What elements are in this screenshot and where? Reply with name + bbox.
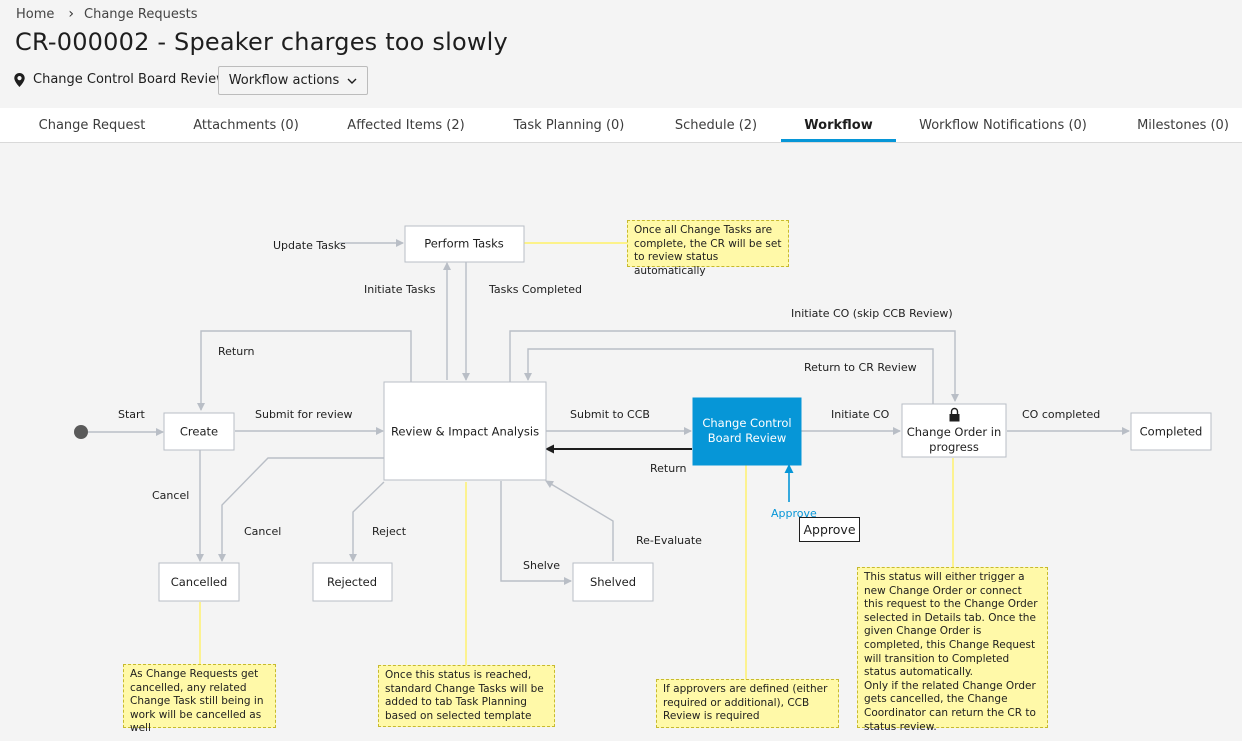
state-ccb-label-1: Change Control [702, 416, 791, 430]
tab-change-request[interactable]: Change Request [38, 118, 146, 133]
breadcrumb-change-requests[interactable]: Change Requests [84, 6, 198, 22]
connector-return-cr-review [524, 348, 934, 404]
connector-skip-ccb [509, 330, 959, 402]
status-label: Change Control Board Review [33, 72, 227, 87]
state-shelved[interactable]: Shelved [572, 562, 654, 602]
page-title: CR-000002 - Speaker charges too slowly [15, 28, 508, 56]
state-completed[interactable]: Completed [1130, 412, 1212, 451]
transition-initiate-co-skip[interactable]: Initiate CO (skip CCB Review) [791, 307, 953, 320]
start-node [74, 425, 88, 439]
transition-update-tasks[interactable]: Update Tasks [273, 239, 346, 252]
breadcrumb-home[interactable]: Home [16, 6, 55, 22]
state-perform-label: Perform Tasks [424, 237, 504, 251]
approve-tooltip: Approve [799, 517, 860, 542]
connector-return-create [197, 330, 412, 411]
state-rejected[interactable]: Rejected [312, 562, 393, 602]
breadcrumb: Home › Change Requests [16, 6, 197, 22]
note-cancelled: As Change Requests get cancelled, any re… [123, 664, 276, 734]
state-ccb-label-2: Board Review [708, 431, 786, 445]
transition-tasks-completed[interactable]: Tasks Completed [488, 283, 582, 296]
transition-cancel-create[interactable]: Cancel [152, 489, 189, 502]
state-co-label-2: progress [929, 440, 979, 454]
state-cancelled[interactable]: Cancelled [158, 562, 240, 602]
transition-start: Start [118, 408, 146, 421]
chevron-down-icon [347, 78, 357, 84]
transition-return-create[interactable]: Return [218, 345, 255, 358]
transition-submit-to-ccb[interactable]: Submit to CCB [570, 408, 650, 421]
note-change-order: This status will either trigger a new Ch… [857, 567, 1048, 733]
state-review[interactable]: Review & Impact Analysis [383, 381, 547, 481]
state-create-label: Create [180, 425, 218, 439]
tab-bar: Change Request Attachments (0) Affected … [0, 108, 1242, 143]
tab-milestones[interactable]: Milestones (0) [1137, 118, 1229, 133]
note-change-order-text-1: This status will either trigger a new Ch… [864, 571, 1038, 679]
state-ccb-review[interactable]: Change Control Board Review [692, 397, 802, 466]
transition-shelve[interactable]: Shelve [523, 559, 560, 572]
state-co-label-1: Change Order in [907, 425, 1002, 439]
transition-reject[interactable]: Reject [372, 525, 407, 538]
state-review-label: Review & Impact Analysis [391, 425, 539, 439]
note-change-order-text-2: Only if the related Change Order gets ca… [864, 679, 1036, 733]
workflow-diagram: Create Review & Impact Analysis Perform … [74, 225, 1212, 680]
workflow-actions-label: Workflow actions [228, 73, 340, 88]
state-create[interactable]: Create [163, 412, 235, 451]
note-review: Once this status is reached, standard Ch… [378, 665, 555, 727]
transition-return-ccb[interactable]: Return [650, 462, 687, 475]
chevron-right-icon: › [68, 6, 74, 22]
tab-workflow[interactable]: Workflow [781, 108, 896, 142]
transition-return-cr-review[interactable]: Return to CR Review [804, 361, 917, 374]
transition-co-completed[interactable]: CO completed [1022, 408, 1100, 421]
transition-re-evaluate[interactable]: Re-Evaluate [636, 534, 702, 547]
tab-affected-items[interactable]: Affected Items (2) [347, 118, 465, 133]
note-ccb-review: If approvers are defined (either require… [656, 679, 839, 728]
transition-submit-for-review[interactable]: Submit for review [255, 408, 353, 421]
connector-reject [349, 481, 385, 562]
tab-attachments[interactable]: Attachments (0) [193, 118, 299, 133]
connector-cancel-review [218, 457, 384, 562]
map-pin-icon [14, 72, 25, 87]
state-completed-label: Completed [1140, 425, 1203, 439]
lock-icon [949, 407, 960, 422]
transition-initiate-co[interactable]: Initiate CO [831, 408, 890, 421]
workflow-actions-button[interactable]: Workflow actions [218, 66, 368, 95]
note-perform-tasks: Once all Change Tasks are complete, the … [627, 220, 789, 277]
transition-approve[interactable]: Approve [771, 507, 817, 520]
connector-re-evaluate [545, 480, 614, 561]
connector-shelve [500, 481, 572, 585]
transition-cancel-review[interactable]: Cancel [244, 525, 281, 538]
state-shelved-label: Shelved [590, 575, 636, 589]
transition-initiate-tasks[interactable]: Initiate Tasks [364, 283, 436, 296]
state-change-order[interactable]: Change Order in progress [901, 403, 1007, 458]
page-header: Home › Change Requests CR-000002 - Speak… [0, 0, 1242, 109]
state-perform-tasks[interactable]: Perform Tasks [404, 225, 525, 263]
tab-workflow-notifications[interactable]: Workflow Notifications (0) [919, 118, 1087, 133]
tab-schedule[interactable]: Schedule (2) [674, 118, 758, 133]
state-rejected-label: Rejected [327, 575, 377, 589]
state-cancelled-label: Cancelled [171, 575, 228, 589]
current-status: Change Control Board Review [14, 72, 227, 87]
tab-task-planning[interactable]: Task Planning (0) [513, 118, 625, 133]
